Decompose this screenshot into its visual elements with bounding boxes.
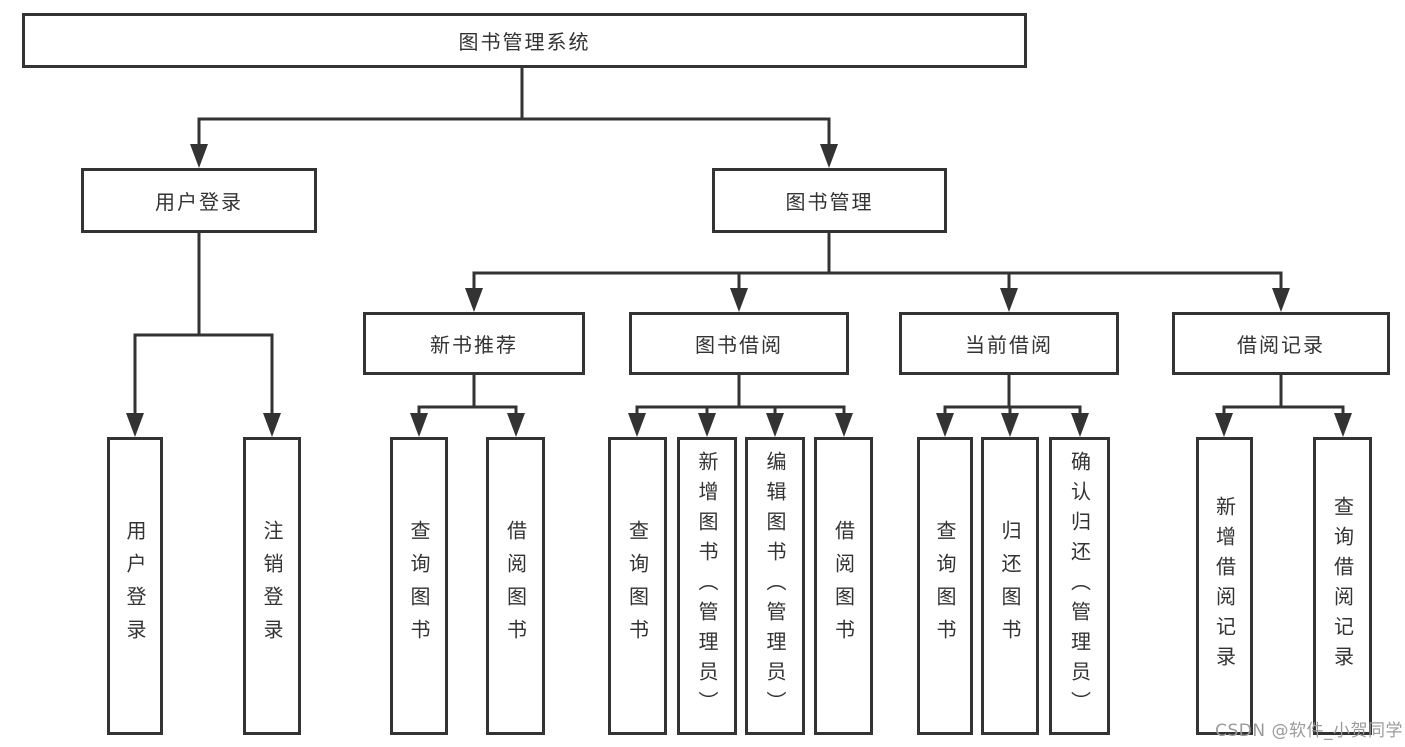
arrowhead-book-borrowing [730,288,748,312]
arrowhead-leaf-nbr-borrow [507,413,525,437]
arrowhead-leaf-user-login [126,413,144,437]
leaf-current-query-books: 查询图书 [917,437,973,735]
node-user-login: 用户登录 [81,168,317,233]
node-book-borrowing: 图书借阅 [629,312,849,375]
arrowhead-leaf-cb-confirm [1071,413,1089,437]
leaf-user-login: 用户登录 [107,437,163,735]
leaf-current-confirm-return-admin: 确认归还（管理员） [1049,437,1110,735]
connector-root-spine [197,66,831,121]
connector-current-spine [943,373,1082,409]
arrowhead-leaf-nbr-query [410,413,428,437]
arrowhead-leaf-bb-add [698,413,716,437]
arrowhead-leaf-bb-query [628,413,646,437]
arrowhead-leaf-cb-return [1001,413,1019,437]
leaf-newrec-query-books: 查询图书 [390,437,448,735]
arrowhead-leaf-bb-edit [766,413,784,437]
leaf-current-return-books: 归还图书 [981,437,1039,735]
node-borrowing-records: 借阅记录 [1172,312,1390,375]
arrowhead-borrowing-records [1272,288,1290,312]
arrowhead-leaf-bb-borrow [835,413,853,437]
arrowhead-new-book-recommendation [465,288,483,312]
connector-user-login-spine [133,231,274,337]
arrowhead-user-login [190,144,208,168]
arrowhead-current-borrowing [1000,288,1018,312]
connector-borrow-spine [635,373,846,409]
arrowhead-leaf-br-add [1215,413,1233,437]
node-new-book-recommendation: 新书推荐 [363,312,585,375]
leaf-borrow-edit-books-admin: 编辑图书（管理员） [745,437,805,735]
arrowhead-book-management [820,144,838,168]
leaf-newrec-borrow-books: 借阅图书 [486,437,545,735]
arrowhead-leaf-logout [263,413,281,437]
leaf-borrow-borrow-books: 借阅图书 [814,437,873,735]
leaf-records-add-record: 新增借阅记录 [1196,437,1253,735]
connector-records-spine [1222,373,1345,409]
arrowhead-leaf-br-query [1334,413,1352,437]
leaf-borrow-query-books: 查询图书 [608,437,667,735]
connector-newrec-spine [417,373,518,409]
node-book-management: 图书管理 [712,168,947,233]
leaf-records-query-record: 查询借阅记录 [1313,437,1372,735]
leaf-logout-login: 注销登录 [243,437,301,735]
arrowhead-leaf-cb-query [936,413,954,437]
connector-book-mgmt-spine [472,231,1283,275]
csdn-watermark: CSDN @软件_小贺同学 [1215,721,1403,741]
node-root: 图书管理系统 [22,13,1027,68]
node-current-borrowing: 当前借阅 [899,312,1119,375]
leaf-borrow-add-books-admin: 新增图书（管理员） [677,437,737,735]
